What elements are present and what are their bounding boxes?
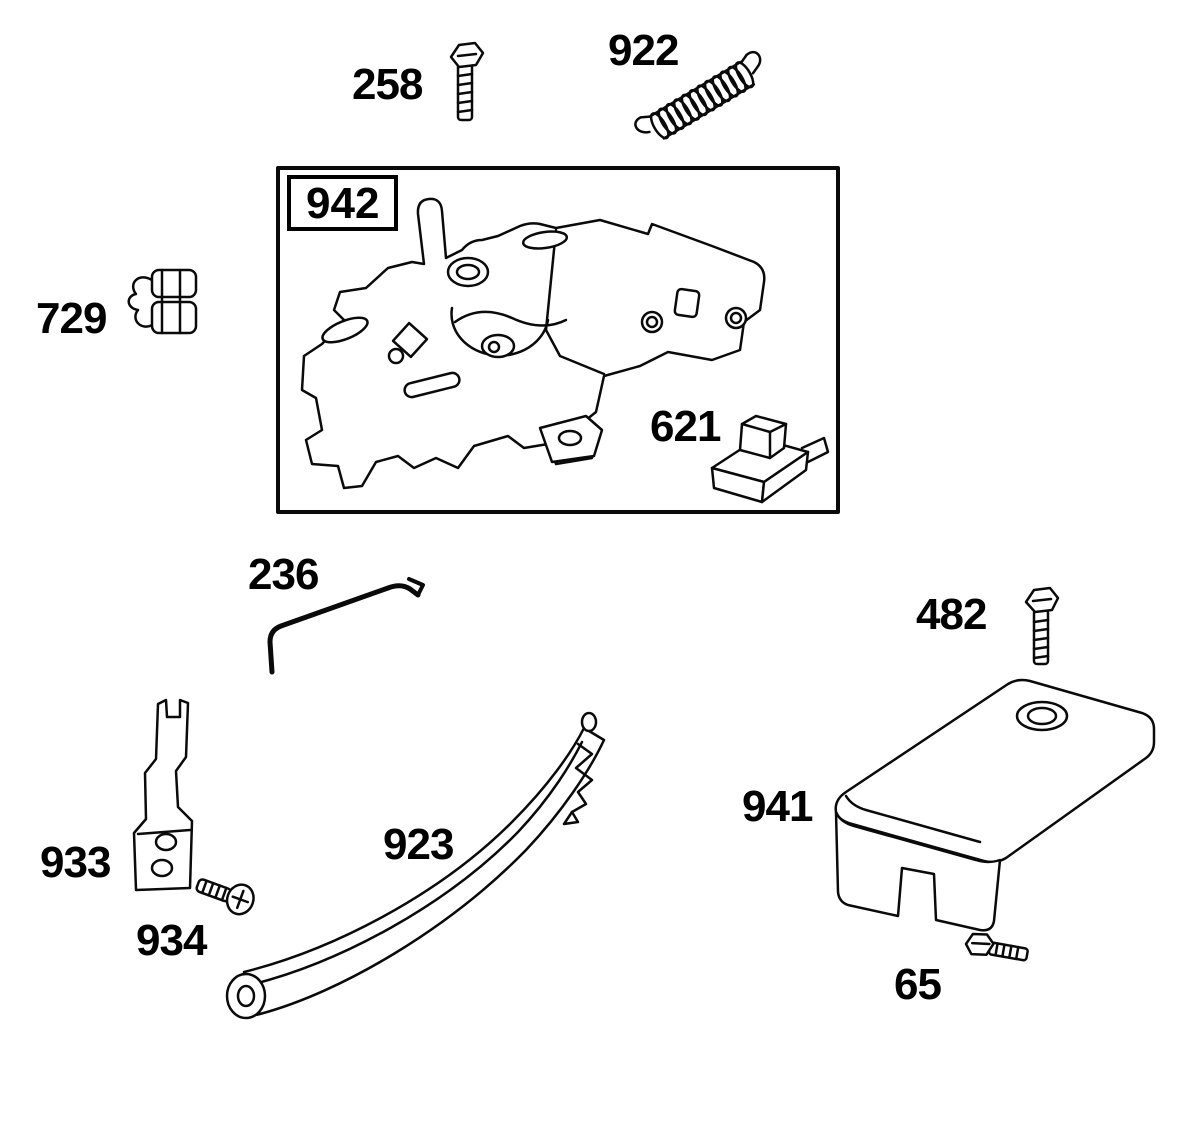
part-label-258: 258 [352,60,423,109]
clip-621-drawing [710,414,830,504]
part-label-942: 942 [287,175,399,231]
screw-934-drawing [195,878,255,916]
part-label-236: 236 [248,550,319,599]
link-236-drawing [267,577,425,675]
part-label-482: 482 [916,590,987,639]
hex-bolt-65-drawing [964,932,1029,962]
hex-bolt-258-drawing [449,41,485,122]
clip-729-drawing [127,268,198,335]
assembly-942-frame [276,166,840,514]
part-label-621: 621 [650,402,721,451]
brake-band-923-drawing [225,711,606,1020]
bracket-933-drawing [132,698,194,892]
part-label-941: 941 [742,782,813,831]
cover-941-drawing [834,678,1156,932]
part-label-729: 729 [36,294,107,343]
spring-922-drawing [634,50,762,140]
part-label-922: 922 [608,26,679,75]
hex-bolt-482-drawing [1024,586,1060,666]
bracket-assembly-942-drawing [300,197,766,490]
part-label-934: 934 [136,916,207,965]
part-label-933: 933 [40,838,111,887]
part-label-65: 65 [894,960,942,1009]
part-label-923: 923 [383,820,454,869]
